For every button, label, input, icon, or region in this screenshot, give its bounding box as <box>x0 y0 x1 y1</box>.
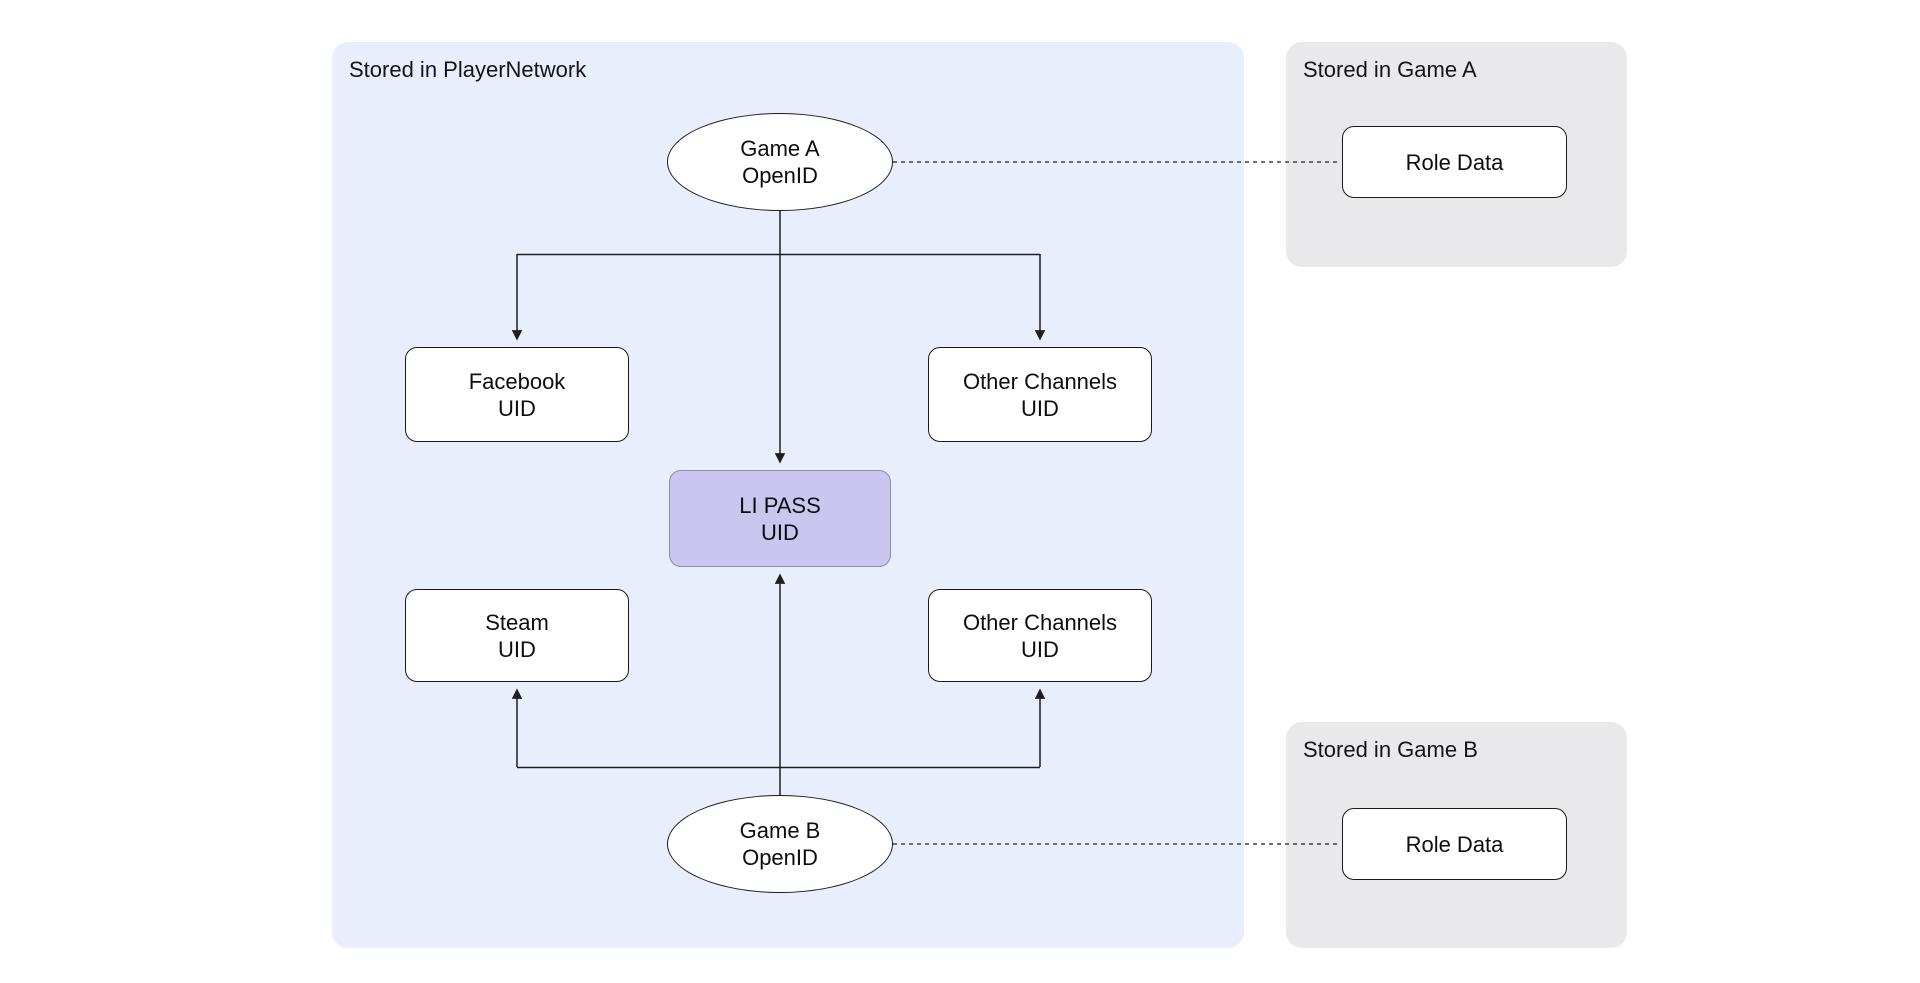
node-role-data-b: Role Data <box>1342 808 1567 880</box>
node-li-pass-uid: LI PASS UID <box>669 470 891 567</box>
node-other-channels-uid-bottom-line2: UID <box>1021 636 1059 662</box>
node-game-a-openid: Game A OpenID <box>667 113 893 211</box>
node-role-data-a-label: Role Data <box>1405 149 1504 175</box>
node-li-pass-uid-line2: UID <box>761 519 799 545</box>
node-other-channels-uid-top: Other Channels UID <box>928 347 1152 442</box>
node-role-data-a: Role Data <box>1342 126 1567 198</box>
container-player-network-label: Stored in PlayerNetwork <box>349 57 587 82</box>
node-facebook-uid: Facebook UID <box>405 347 629 442</box>
node-li-pass-uid-line1: LI PASS <box>739 492 821 518</box>
node-other-channels-uid-top-line1: Other Channels <box>962 368 1118 394</box>
node-other-channels-uid-bottom: Other Channels UID <box>928 589 1152 682</box>
node-game-a-openid-line2: OpenID <box>742 163 818 188</box>
node-other-channels-uid-top-line2: UID <box>1021 395 1059 421</box>
node-other-channels-uid-bottom-line1: Other Channels <box>962 609 1118 635</box>
node-game-b-openid: Game B OpenID <box>667 795 893 893</box>
node-facebook-uid-line1: Facebook <box>468 368 566 394</box>
node-facebook-uid-line2: UID <box>498 395 536 421</box>
container-game-b-label: Stored in Game B <box>1303 737 1478 762</box>
node-steam-uid-line1: Steam <box>485 609 549 635</box>
container-game-a-label: Stored in Game A <box>1303 57 1477 82</box>
node-steam-uid-line2: UID <box>498 636 536 662</box>
node-game-b-openid-line2: OpenID <box>742 845 818 870</box>
node-game-a-openid-line1: Game A <box>740 136 820 161</box>
node-steam-uid: Steam UID <box>405 589 629 682</box>
node-role-data-b-label: Role Data <box>1405 831 1504 857</box>
node-game-b-openid-line1: Game B <box>739 818 821 843</box>
